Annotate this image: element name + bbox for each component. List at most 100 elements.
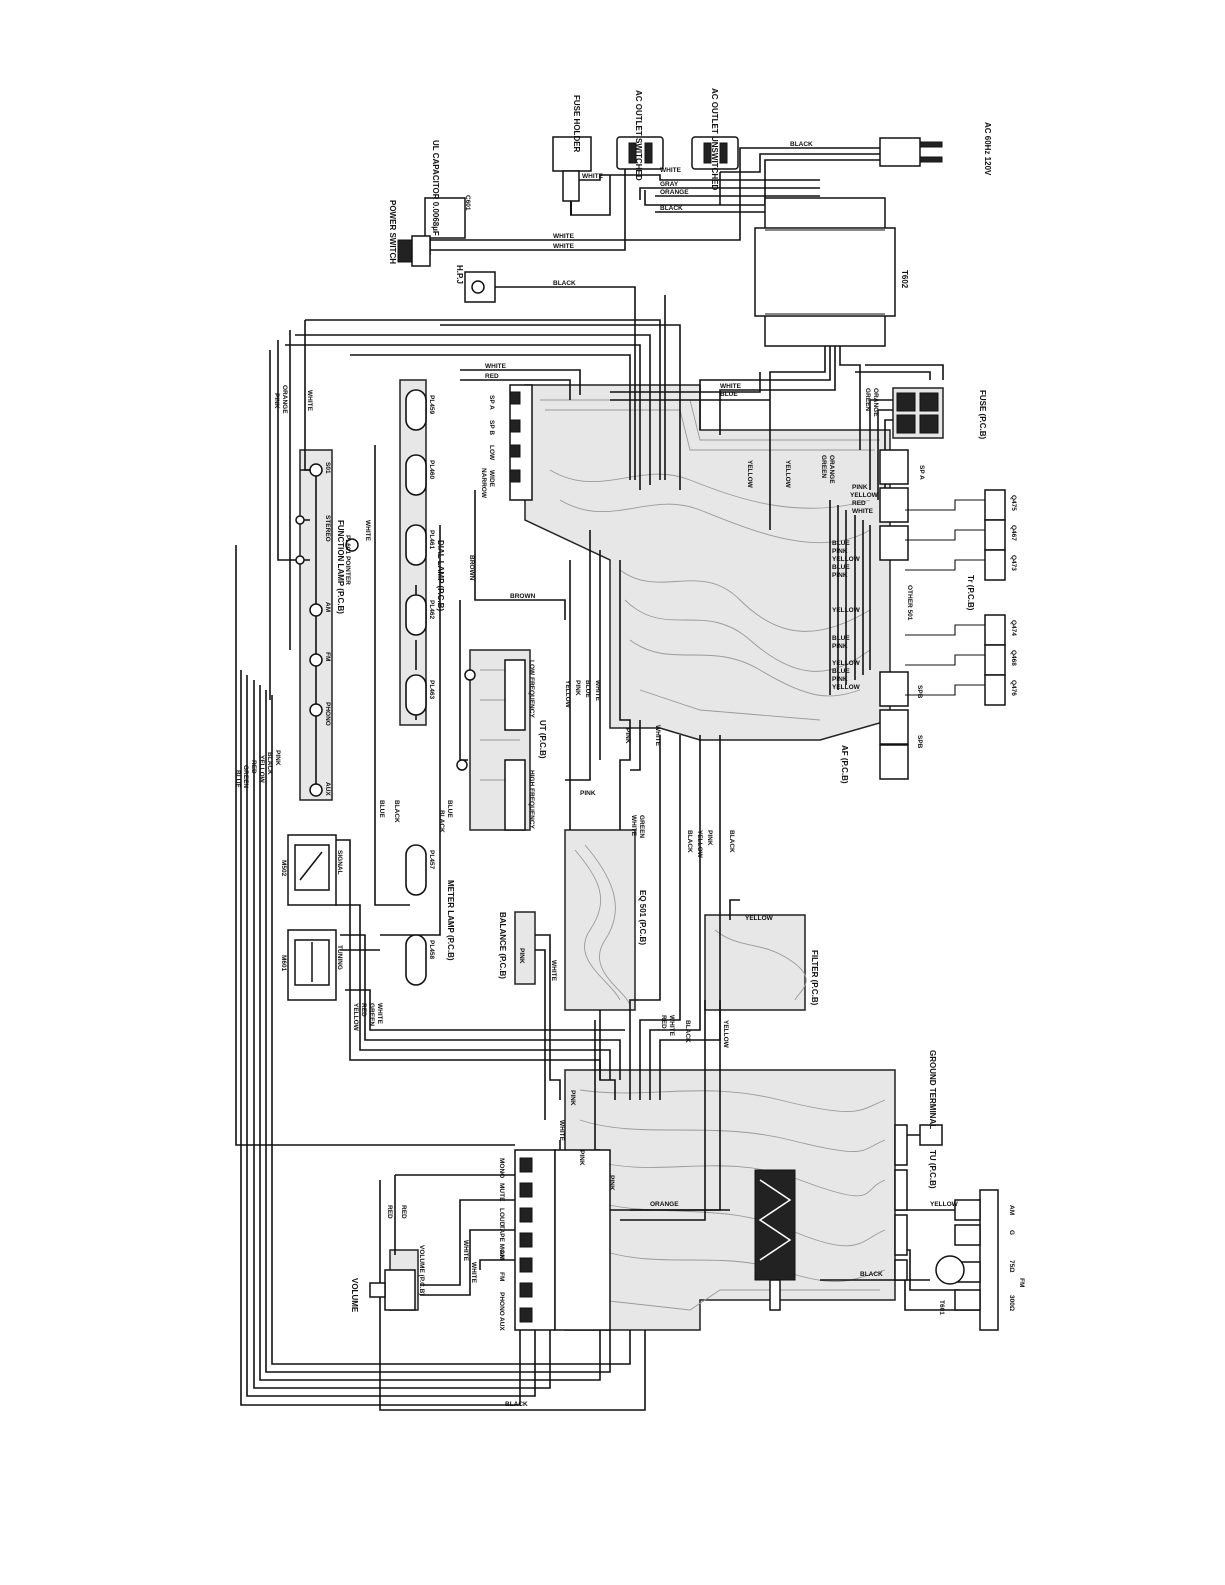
label-pl461: PL461	[428, 530, 435, 550]
signal-meter	[287, 834, 337, 906]
label-stereo: STEREO	[324, 515, 331, 542]
label-pl601: PL601 POINTER	[344, 535, 351, 585]
ac-plug	[879, 137, 943, 167]
label-spb-2: SPB	[916, 735, 923, 749]
label-low-frequency: LOW FREQUENCY	[528, 660, 535, 718]
antenna-terminal	[935, 1189, 999, 1331]
wire-label-pink: PINK	[852, 484, 868, 491]
label-meter-lamp: METER LAMP (P.C.B)	[446, 880, 455, 961]
wire-label-blue: BLUE	[234, 770, 241, 788]
wire-label-yellow: YELLOW	[850, 492, 879, 499]
wire-label-yellow: YELLOW	[696, 830, 703, 859]
wire-label-white: WHITE	[654, 725, 661, 747]
label-pl463: PL463	[428, 680, 435, 700]
wire-label-pink: PINK	[832, 676, 848, 683]
labels: AC 60Hz 120V AC OUTLET UNSWITCHED AC OUT…	[280, 88, 1025, 1331]
label-loud: LOUD	[498, 1208, 505, 1227]
balance-pcb-board	[514, 911, 536, 985]
label-signal: SIGNAL	[336, 850, 343, 875]
tu-connectors	[894, 1124, 908, 1281]
wire-label-pink: PINK	[832, 548, 848, 555]
wire-label-yellow: YELLOW	[832, 607, 861, 614]
power-transformer	[754, 197, 896, 347]
wire-label-white: WHITE	[553, 233, 575, 240]
label-high-frequency: HIGH FREQUENCY	[528, 770, 535, 830]
wire-label-red: RED	[660, 1015, 667, 1029]
label-dial-lamp: DIAL LAMP (P.C.B)	[436, 540, 445, 611]
label-ant-am: AM	[1008, 1205, 1015, 1215]
wire-label-brown: BROWN	[510, 593, 536, 600]
wire-label-yellow: YELLOW	[722, 1020, 729, 1049]
wire-label-green: GREEN	[242, 765, 249, 788]
label-sel-phono: PHONO	[498, 1292, 505, 1316]
wire-label-yellow: YELLOW	[258, 755, 265, 784]
wire-label-blue: BLUE	[720, 391, 738, 398]
wire-label-black: BLACK	[393, 800, 400, 823]
label-sel-fm: FM	[498, 1272, 505, 1281]
wire-label-yellow: YELLOW	[832, 660, 861, 667]
wire-label-green: GREEN	[368, 1003, 375, 1026]
wire-label-orange: ORANGE	[650, 1201, 679, 1208]
wire-label-pink: PINK	[274, 750, 281, 766]
label-balance-pcb: BALANCE (P.C.B)	[498, 912, 507, 979]
pcb-boards	[299, 379, 944, 1331]
label-ac-outlet-unswitched: AC OUTLET UNSWITCHED	[710, 88, 719, 190]
wire-label-blue: BLUE	[832, 540, 850, 547]
wire-label-white: WHITE	[553, 243, 575, 250]
eq-pcb-board	[564, 829, 636, 1011]
label-function-lamp: FUNCTION LAMP (P.C.B)	[336, 520, 345, 614]
label-mute: MUTE	[498, 1183, 505, 1202]
ul-capacitor	[424, 197, 466, 255]
wire-label-black: BLACK	[505, 1401, 528, 1408]
wire-label-orange: ORANGE	[281, 385, 288, 414]
wire-label-orange: ORANGE	[872, 388, 879, 417]
tu-pcb-board	[564, 1069, 896, 1331]
wire-label-red: RED	[852, 500, 866, 507]
volume-pot	[369, 1269, 416, 1311]
label-ant-300: 300Ω	[1008, 1295, 1015, 1311]
label-wide: WIDE	[488, 470, 495, 488]
wire-label-orange: ORANGE	[660, 189, 689, 196]
label-tu-pcb: TU (P.C.B)	[928, 1150, 937, 1189]
wire-label-pink: PINK	[832, 572, 848, 579]
wire-label-black: BLACK	[660, 205, 683, 212]
label-sel-am: AM	[498, 1250, 505, 1260]
wire-label-black: BLACK	[553, 280, 576, 287]
wire-label-white: WHITE	[630, 815, 637, 837]
wire-label-yellow: YELLOW	[746, 460, 753, 489]
label-tr-pcb: Tr (P.C.B)	[966, 575, 975, 611]
label-ant-fm: FM	[1018, 1278, 1025, 1287]
ac-outlet-unswitched	[691, 136, 739, 170]
label-q468: Q468	[1010, 650, 1017, 666]
label-tuning: TUNING	[336, 945, 343, 970]
label-sel-aux: AUX	[498, 1317, 505, 1331]
label-m601: M601	[280, 955, 287, 972]
wire-label-white: WHITE	[660, 167, 682, 174]
label-other-501: OTHER 501	[906, 585, 913, 621]
wire-label-black: BLACK	[438, 810, 445, 833]
wire-label-blue: BLUE	[446, 800, 453, 818]
fuse-block	[896, 392, 939, 434]
wire-label-white: WHITE	[462, 1240, 469, 1262]
wire-label-yellow: YELLOW	[745, 915, 774, 922]
label-q475: Q475	[1010, 495, 1017, 511]
wire-label-black: BLACK	[790, 141, 813, 148]
tuning-gang	[754, 1169, 796, 1311]
label-pl458: PL458	[428, 940, 435, 960]
label-sp-a-switch: SP A	[488, 395, 495, 410]
label-pl459: PL459	[428, 395, 435, 415]
label-c601: C601	[464, 195, 471, 211]
wire-label-white: WHITE	[470, 1262, 477, 1284]
wire-label-yellow: YELLOW	[352, 1003, 359, 1032]
speaker-selector-switches	[509, 384, 533, 501]
label-aux: AUX	[324, 782, 331, 796]
label-pl460: PL460	[428, 460, 435, 480]
wire-label-red: RED	[360, 1003, 367, 1017]
wire-label-pink: PINK	[574, 680, 581, 696]
wire-label-red: RED	[250, 760, 257, 774]
wire-label-white: WHITE	[582, 173, 604, 180]
label-phono: PHONO	[324, 702, 331, 726]
label-volume: VOLUME	[350, 1278, 359, 1313]
label-spb-1: SPB	[916, 685, 923, 699]
wire-label-blue: BLUE	[378, 800, 385, 818]
